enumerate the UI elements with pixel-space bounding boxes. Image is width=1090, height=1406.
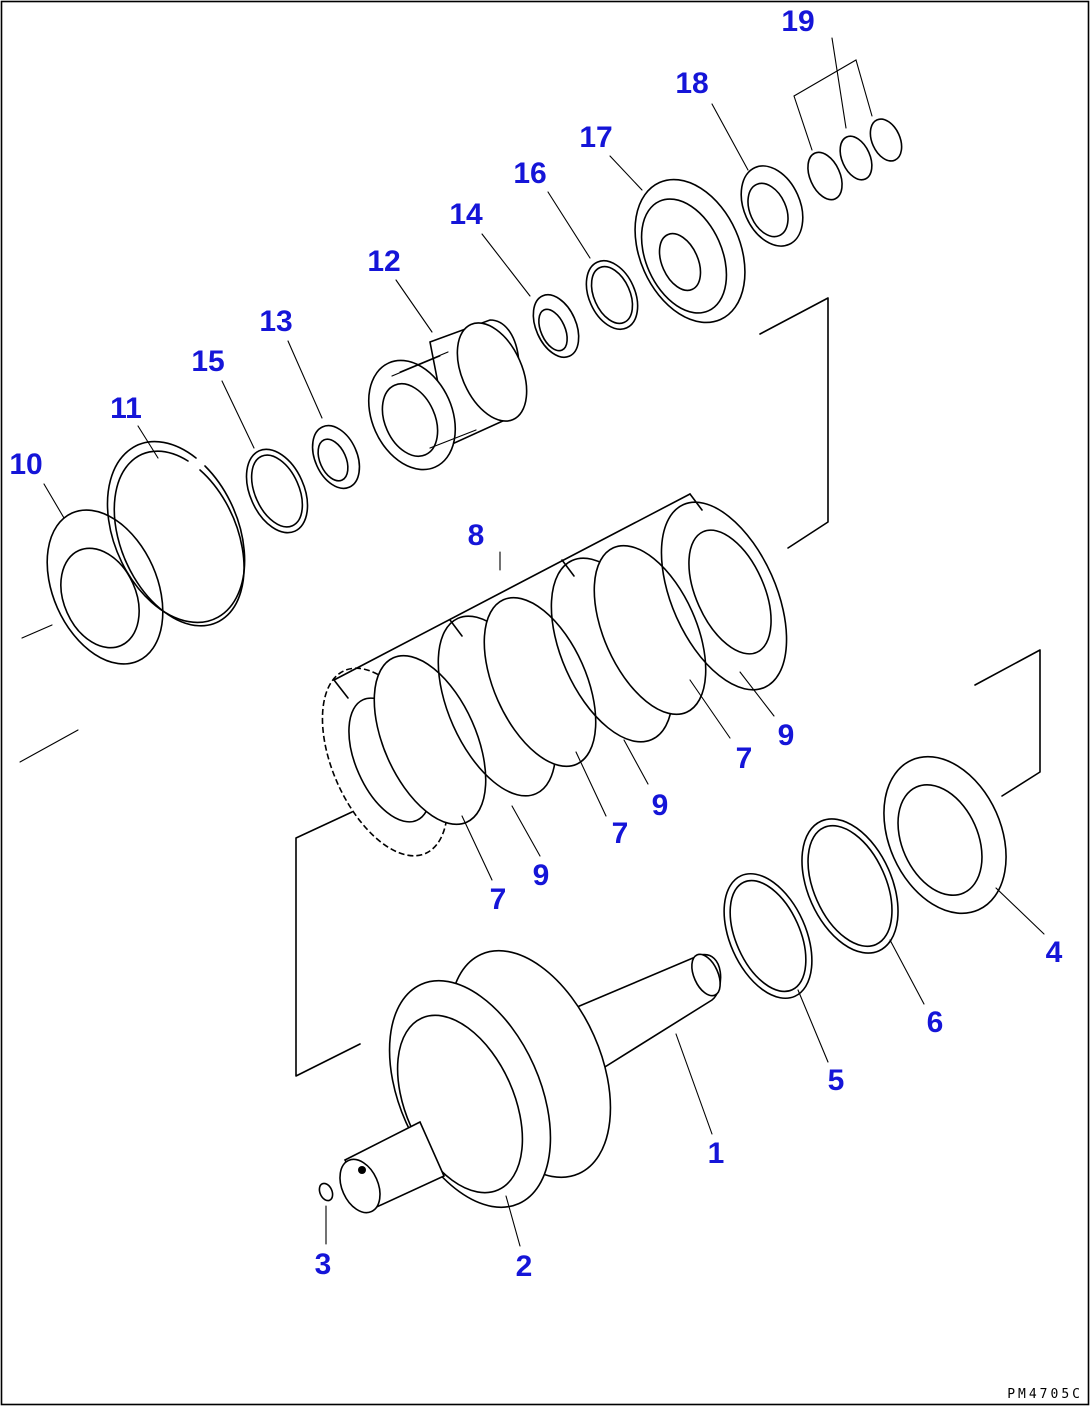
part-6-seal-ring (801, 818, 899, 954)
drawing-code: PM4705C (1007, 1387, 1083, 1402)
callout-11: 11 (110, 392, 142, 425)
callout-9-middle: 9 (652, 789, 669, 822)
callout-16: 16 (513, 157, 546, 190)
part-2-clutch-drum (339, 949, 612, 1214)
part-10-thrust-plate (46, 509, 164, 665)
callout-5: 5 (828, 1064, 845, 1097)
part-1-shaft (568, 953, 722, 1072)
callout-labels: 1 2 3 4 5 6 7 7 7 8 9 9 9 10 11 12 13 14… (9, 5, 1062, 1283)
callout-17: 17 (579, 121, 612, 154)
part-12-gear-sleeve (367, 319, 528, 471)
callout-18: 18 (675, 67, 708, 100)
part-15-ring (245, 448, 309, 534)
callout-15: 15 (191, 345, 224, 378)
callout-7-right: 7 (736, 742, 753, 775)
callout-4: 4 (1046, 936, 1063, 969)
part-5-ring (723, 872, 813, 1000)
part-16-ring (585, 260, 639, 330)
part-11-snap-ring (106, 440, 246, 627)
part-18-bearing (740, 165, 804, 247)
callout-9-right: 9 (778, 719, 795, 752)
callout-8: 8 (468, 519, 485, 552)
callout-10: 10 (9, 448, 42, 481)
assembly-axis-lines (19, 297, 1041, 1077)
callout-9-left: 9 (533, 859, 550, 892)
leader-lines (43, 37, 1045, 1247)
callout-14: 14 (449, 198, 483, 231)
callout-3: 3 (315, 1248, 332, 1281)
part-13-bearing (311, 424, 361, 490)
callout-12: 12 (367, 245, 400, 278)
callout-6: 6 (927, 1006, 944, 1039)
callout-7-middle: 7 (612, 817, 629, 850)
part-8-group-bracket (333, 493, 703, 699)
part-14-bearing (532, 293, 580, 359)
part-17-gear (634, 178, 746, 324)
callout-1: 1 (708, 1137, 725, 1170)
callout-7-left: 7 (490, 883, 507, 916)
clutch-pack-plates (321, 501, 788, 857)
part-4-retainer (883, 755, 1007, 915)
callout-2: 2 (516, 1250, 533, 1283)
part-19-rings (807, 118, 903, 201)
callout-19: 19 (781, 5, 814, 38)
part-3-nipple (318, 1182, 334, 1202)
callout-13: 13 (259, 305, 292, 338)
